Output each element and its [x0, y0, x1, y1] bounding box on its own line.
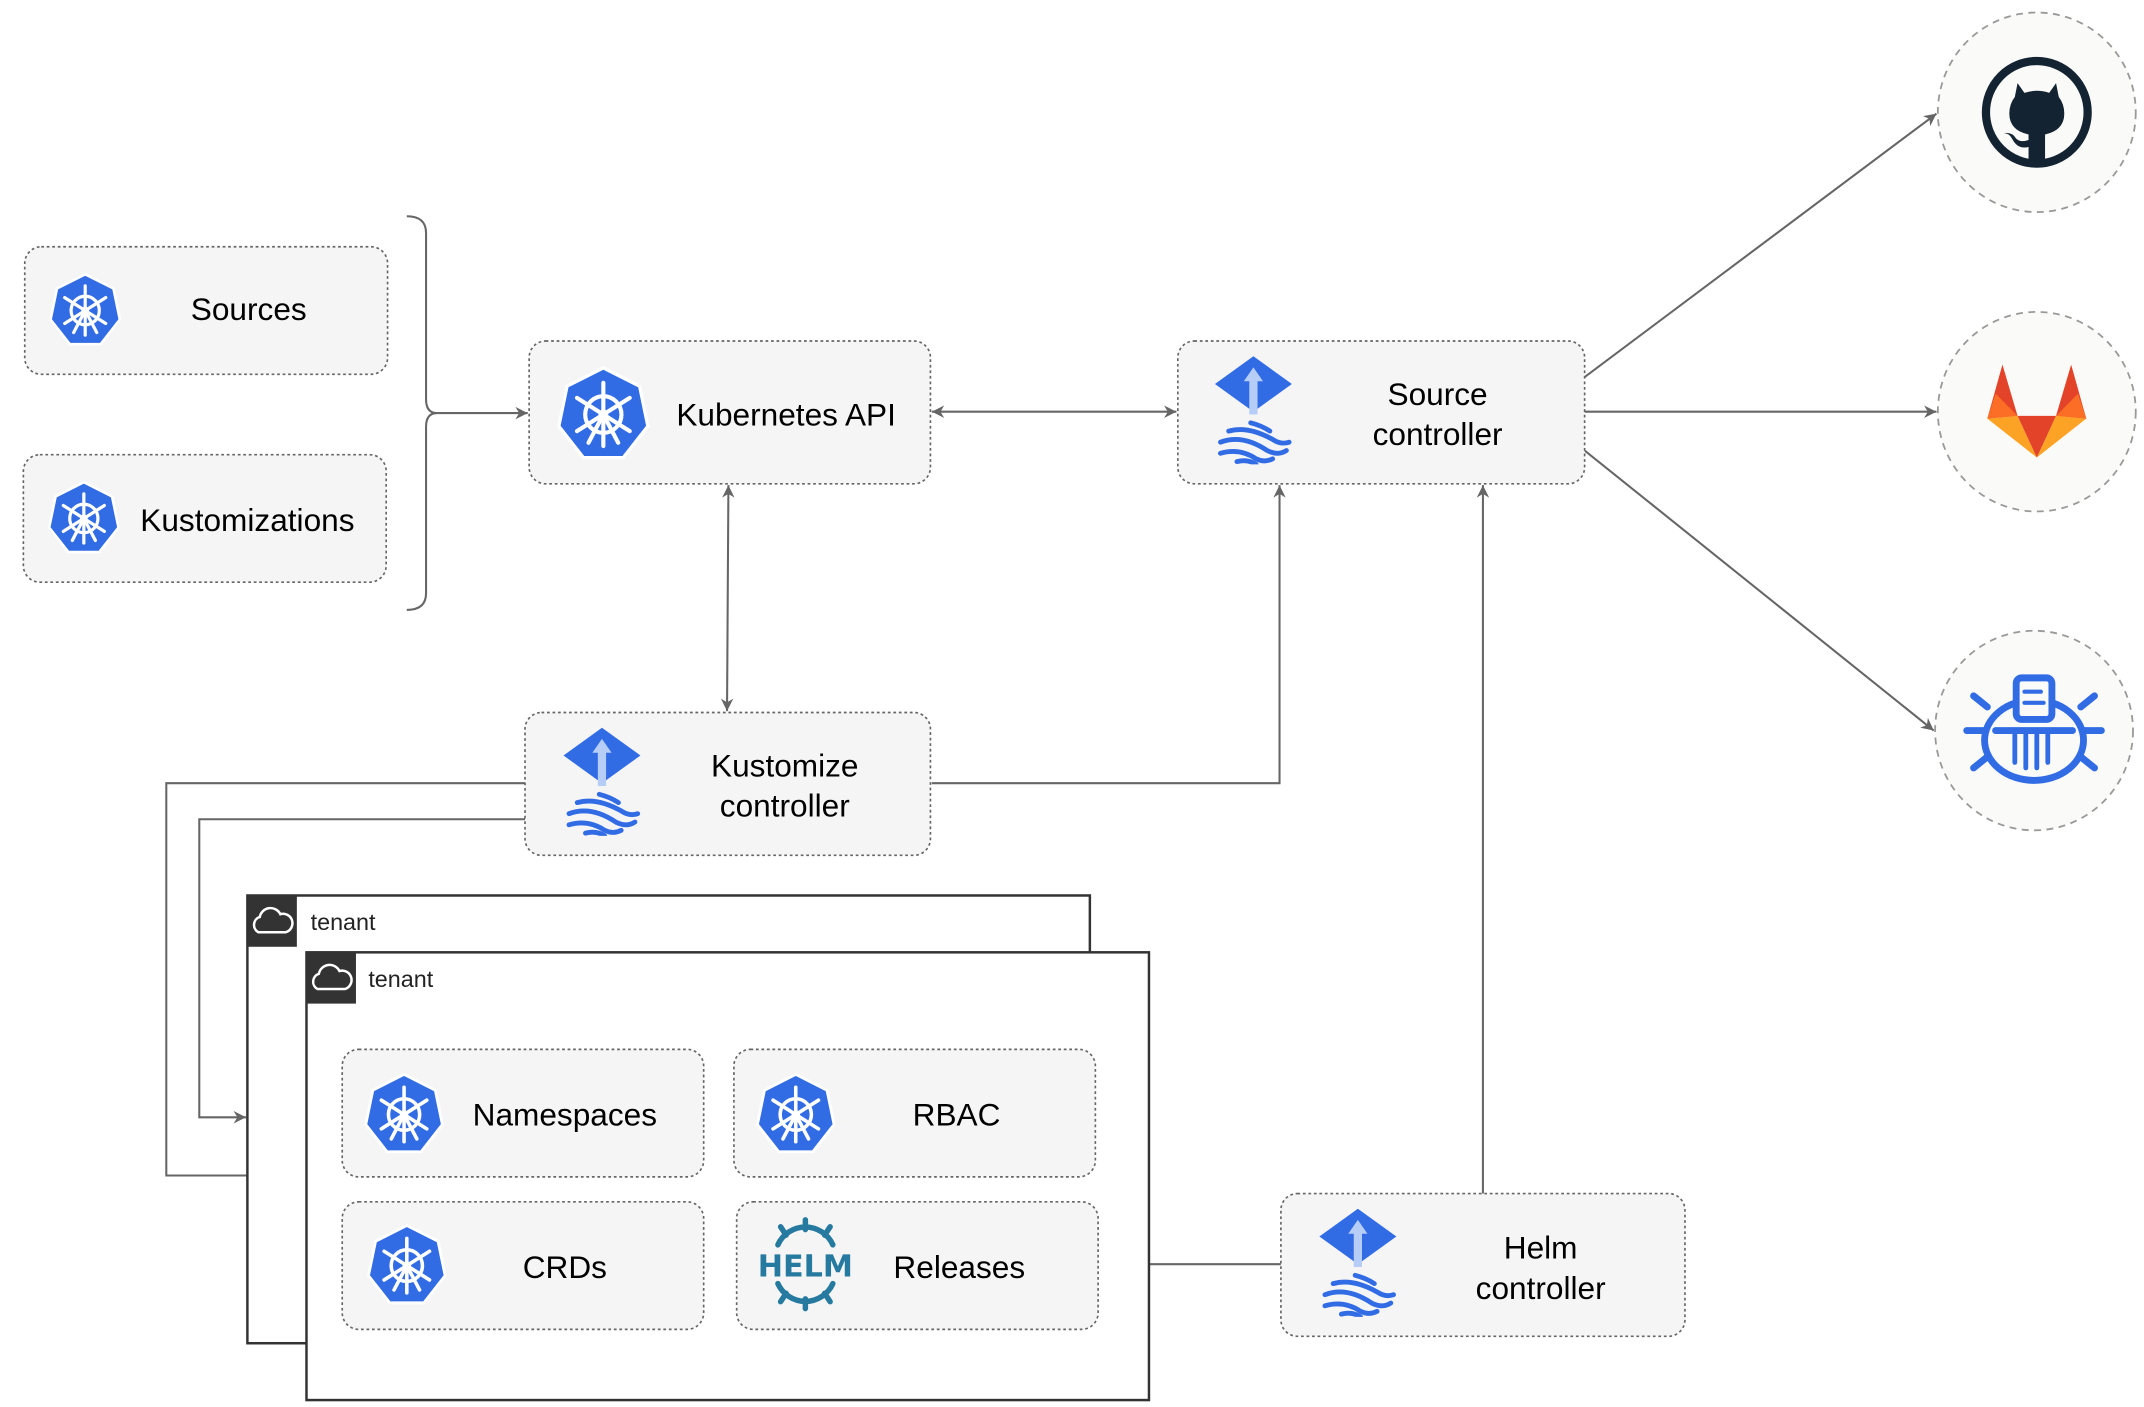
- helm-controller-label-2: controller: [1476, 1270, 1606, 1306]
- kubernetes-api-label: Kubernetes API: [676, 396, 896, 432]
- crds-label: CRDs: [523, 1249, 607, 1285]
- node-kustomize-controller[interactable]: Kustomize controller: [524, 711, 932, 857]
- bucket-icon: [1963, 674, 2105, 784]
- source-controller-label-1: Source: [1388, 376, 1488, 412]
- sources-label: Sources: [191, 291, 307, 327]
- edge-kustomize-tenant-back: [198, 818, 526, 1124]
- helm-controller-label-1: Helm: [1504, 1230, 1578, 1266]
- edge-kustomize-tenant-front: [165, 782, 526, 1182]
- gitlab-icon: [1987, 364, 2087, 458]
- tenant-label: tenant: [368, 966, 433, 992]
- namespaces-label: Namespaces: [473, 1096, 657, 1132]
- external-github[interactable]: [1936, 11, 2137, 213]
- node-source-controller[interactable]: Source controller: [1177, 340, 1586, 485]
- helm-icon: HELM: [758, 1217, 853, 1312]
- github-icon: [1981, 56, 2092, 168]
- node-helm-controller[interactable]: Helm controller: [1280, 1192, 1686, 1338]
- node-namespaces[interactable]: Namespaces: [341, 1048, 705, 1178]
- releases-label: Releases: [893, 1249, 1025, 1285]
- node-kubernetes-api[interactable]: Kubernetes API: [528, 340, 932, 485]
- helm-logo-text: HELM: [758, 1250, 853, 1285]
- kustomize-controller-label-1: Kustomize: [711, 747, 859, 783]
- edge-source-github: [1584, 112, 1938, 378]
- node-sources[interactable]: Sources: [23, 245, 389, 376]
- node-crds[interactable]: CRDs: [341, 1201, 705, 1331]
- node-kustomizations[interactable]: Kustomizations: [22, 453, 388, 584]
- edge-kustomize-source: [931, 485, 1286, 785]
- kustomize-controller-label-2: controller: [720, 787, 850, 823]
- node-releases[interactable]: HELM Releases: [735, 1201, 1099, 1331]
- source-controller-label-2: controller: [1373, 416, 1503, 452]
- edge-api-kustomize: [720, 485, 735, 712]
- node-rbac[interactable]: RBAC: [733, 1048, 1097, 1178]
- external-bucket[interactable]: [1934, 629, 2134, 832]
- rbac-label: RBAC: [913, 1096, 1001, 1132]
- external-gitlab[interactable]: [1936, 310, 2137, 513]
- sources-brace: [406, 215, 438, 611]
- edge-source-bucket: [1583, 449, 1935, 732]
- kustomizations-label: Kustomizations: [140, 502, 354, 538]
- tenant-label: tenant: [311, 909, 376, 935]
